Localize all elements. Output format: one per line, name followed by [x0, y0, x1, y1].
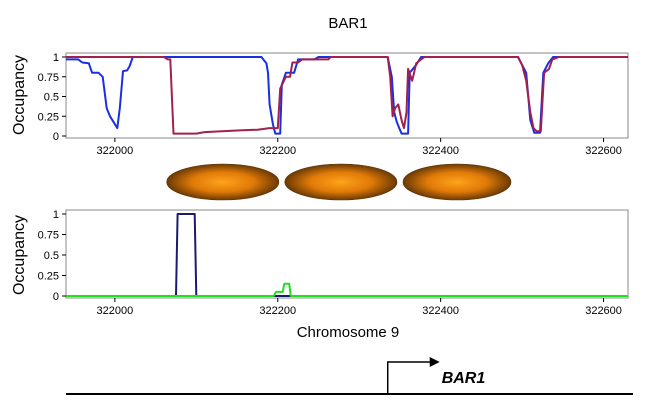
- tss-arrow-line: [386, 361, 433, 394]
- top-x-tick-label: 322400: [422, 145, 459, 157]
- top-series-group: [66, 56, 628, 135]
- gene-track: BAR1: [66, 357, 633, 395]
- bottom-y-tick-label: 0.25: [38, 271, 59, 283]
- bottom-series-line-1: [66, 213, 628, 297]
- bottom-y-axis-label: Occupancy: [11, 215, 28, 295]
- nucleosome: [166, 163, 280, 201]
- bottom-y-tick-label: 1: [53, 209, 59, 221]
- bottom-y-axis: 0 0.25 0.5 0.75 1: [38, 209, 66, 303]
- top-series-line-2: [66, 56, 628, 135]
- nucleosome: [284, 163, 398, 201]
- top-y-axis-label: Occupancy: [11, 55, 28, 135]
- bottom-series-line-2: [66, 282, 628, 297]
- top-y-tick-label: 0.75: [38, 72, 59, 84]
- bottom-y-tick-label: 0: [53, 291, 59, 303]
- bottom-series-group: [66, 213, 628, 297]
- bottom-x-tick-label: 322600: [585, 305, 622, 317]
- top-chart-title: BAR1: [328, 15, 367, 32]
- top-y-tick-label: 0: [53, 131, 59, 143]
- bottom-chart: 0 0.25 0.5 0.75 1 322000 322200 322400 322600 O…: [11, 209, 629, 341]
- bottom-x-axis: 322000 322200 322400 322600: [97, 298, 622, 317]
- top-chart: 0 0.25 0.5 0.75 1 322000 322200 322400 322600 O…: [11, 52, 629, 157]
- bottom-x-axis-label: Chromosome 9: [297, 324, 400, 341]
- top-x-axis: 322000 322200 322400 322600: [97, 138, 622, 157]
- tss-arrow-icon: [386, 357, 440, 394]
- top-x-tick-label: 322600: [585, 145, 622, 157]
- top-x-tick-label: 322000: [97, 145, 134, 157]
- gene-label: BAR1: [442, 370, 486, 387]
- tss-arrow-head: [429, 357, 440, 367]
- bottom-plot-frame: [65, 209, 629, 299]
- nucleosome: [402, 163, 512, 201]
- top-y-tick-label: 0.25: [38, 111, 59, 123]
- nucleosome-group: [166, 163, 512, 201]
- top-y-tick-label: 1: [53, 52, 59, 64]
- bottom-x-tick-label: 322200: [259, 305, 296, 317]
- bottom-x-tick-label: 322000: [97, 305, 134, 317]
- top-y-axis: 0 0.25 0.5 0.75 1: [38, 52, 66, 143]
- top-y-tick-label: 0.5: [44, 92, 59, 104]
- bottom-y-tick-label: 0.5: [44, 250, 59, 262]
- bottom-x-tick-label: 322400: [422, 305, 459, 317]
- top-plot-frame: [65, 52, 629, 139]
- bottom-y-tick-label: 0.75: [38, 230, 59, 242]
- top-x-tick-label: 322200: [259, 145, 296, 157]
